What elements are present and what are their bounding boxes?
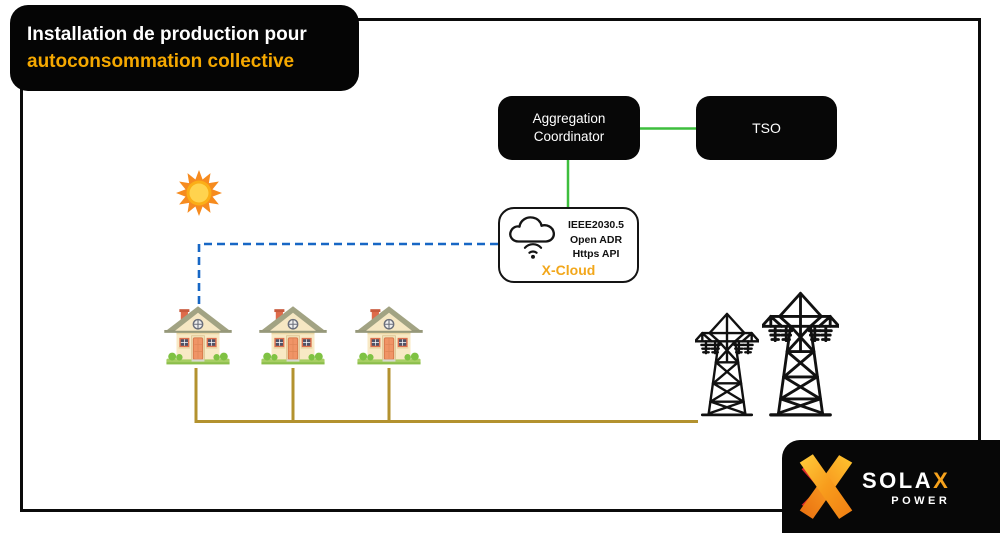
grid-bus-line bbox=[194, 368, 698, 423]
cloud-wifi-icon bbox=[509, 216, 555, 259]
protocol-item: Open ADR bbox=[569, 233, 623, 246]
title-banner: Installation de production pour autocons… bbox=[10, 5, 359, 91]
house-icon bbox=[258, 305, 328, 366]
house-icon bbox=[163, 305, 233, 366]
xcloud-protocol-list: IEEE2030.5 Open ADR Https API bbox=[558, 218, 634, 262]
diagram-frame-border bbox=[20, 18, 981, 512]
aggregation-coordinator-label-line2: Coordinator bbox=[533, 129, 605, 144]
house-icon bbox=[354, 305, 424, 366]
node-tso: TSO bbox=[696, 96, 837, 160]
brand-sola: SOLA bbox=[862, 467, 934, 493]
tso-label: TSO bbox=[752, 120, 781, 136]
brand-x: X bbox=[933, 467, 951, 493]
solax-power-text: POWER bbox=[891, 494, 951, 507]
solax-wordmark: SOLAX POWER bbox=[862, 467, 951, 508]
sun-icon bbox=[176, 170, 222, 216]
transmission-tower-icon bbox=[762, 291, 839, 417]
xcloud-to-houses-dashed-link bbox=[197, 242, 498, 306]
solax-x-icon bbox=[799, 453, 853, 519]
title-line-1: Installation de production pour bbox=[27, 24, 307, 45]
title-line-2: autoconsommation collective bbox=[27, 51, 295, 72]
transmission-tower-icon bbox=[695, 312, 759, 417]
node-aggregation-coordinator: Aggregation Coordinator bbox=[498, 96, 640, 160]
protocol-item: Https API bbox=[572, 248, 620, 260]
xcloud-label: X-Cloud bbox=[541, 262, 596, 278]
aggregation-coordinator-label-line1: Aggregation bbox=[532, 111, 606, 126]
solax-brand-text: SOLAX bbox=[862, 467, 951, 493]
node-xcloud: IEEE2030.5 Open ADR Https API X-Cloud bbox=[498, 207, 639, 283]
protocol-item: IEEE2030.5 bbox=[567, 219, 625, 231]
solax-logo: SOLAX POWER bbox=[782, 440, 1000, 533]
